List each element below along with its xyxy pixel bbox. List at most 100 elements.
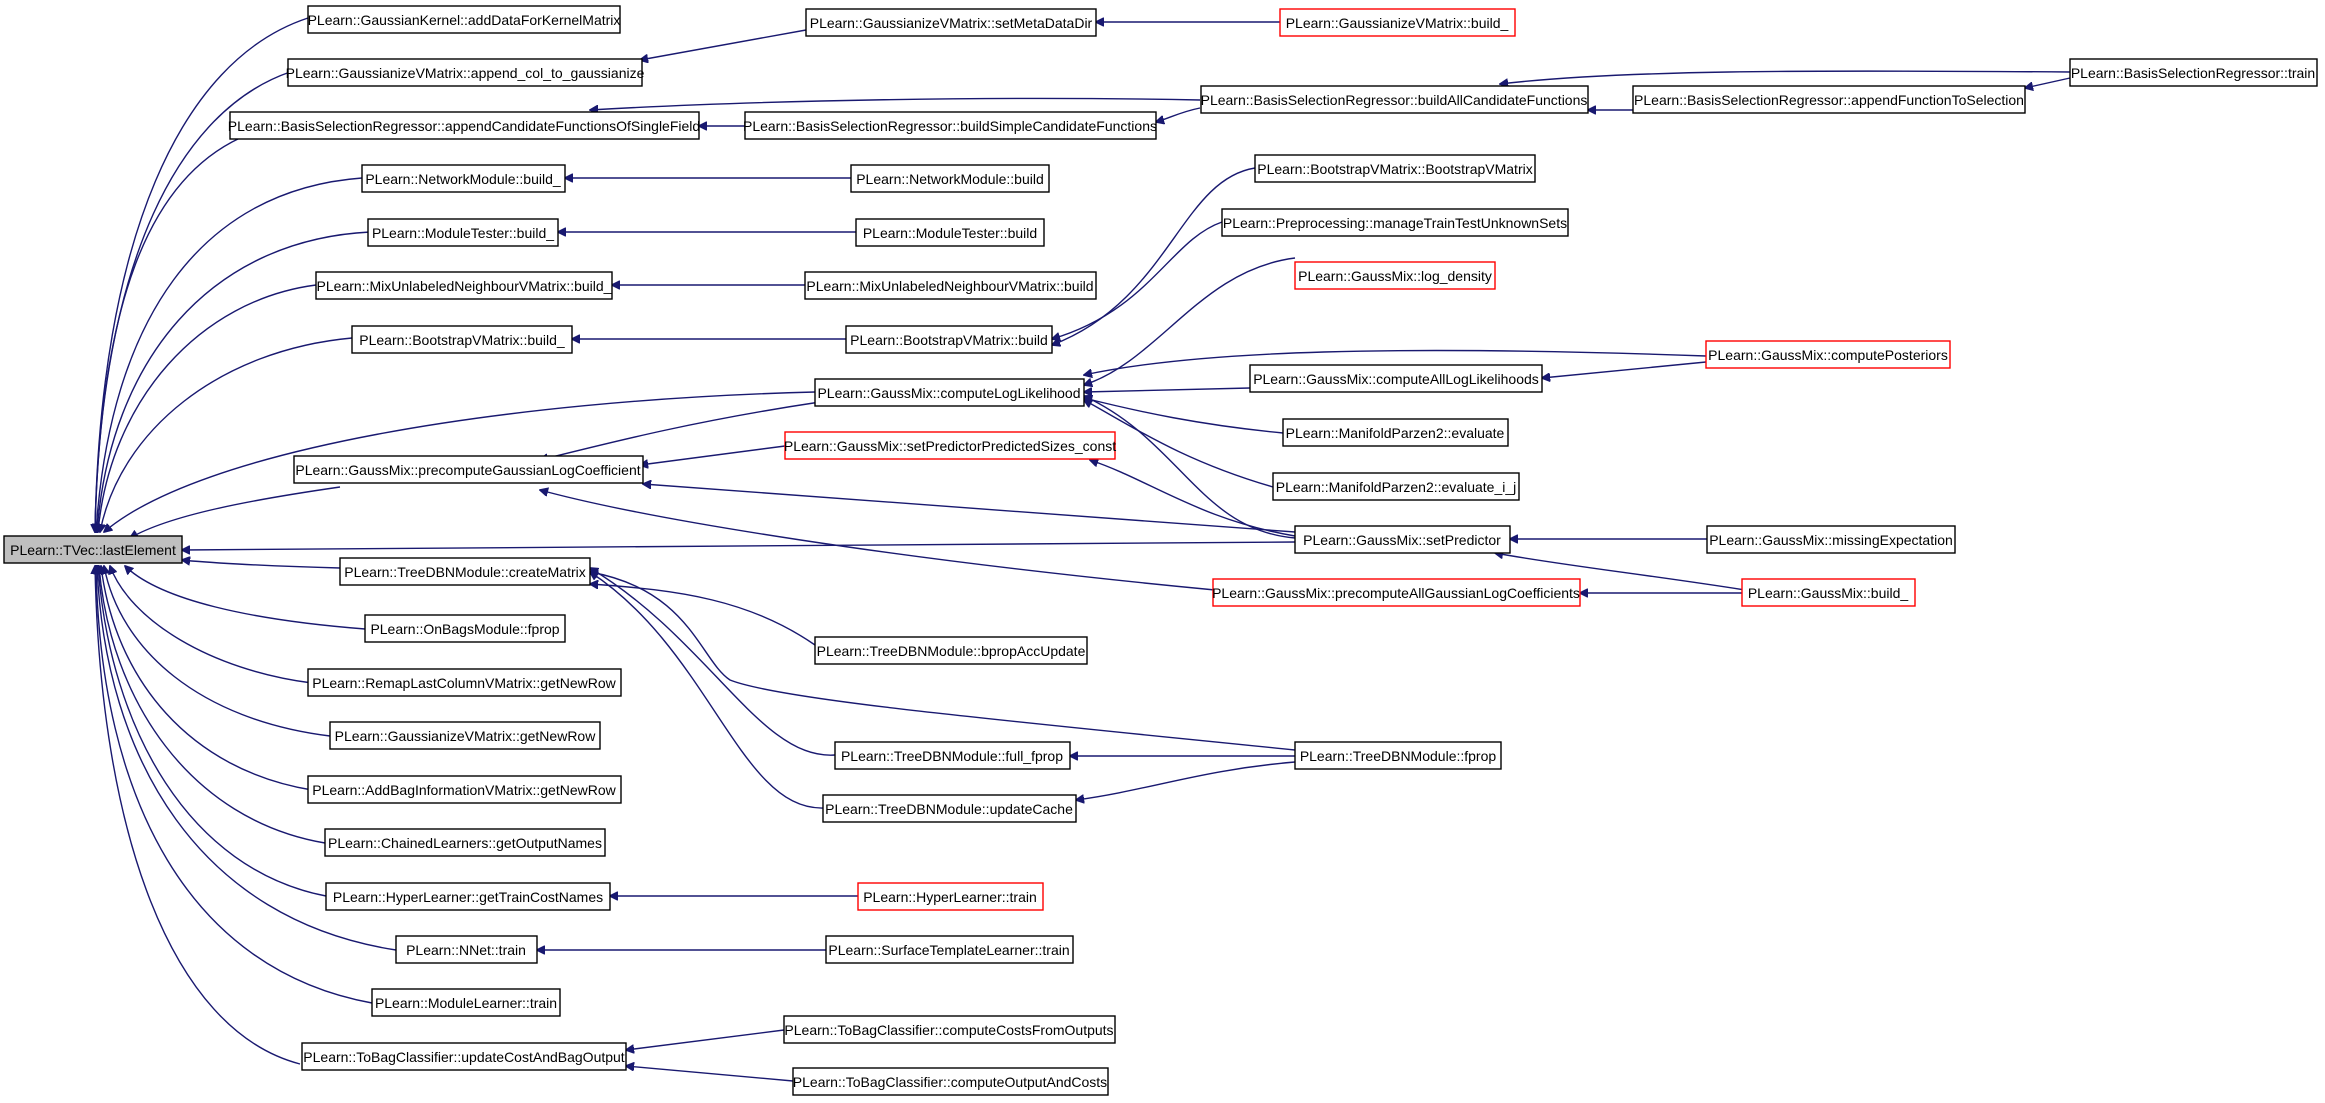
node-pp_manage[interactable]: PLearn::Preprocessing::manageTrainTestUn…	[1221, 208, 1569, 237]
node-bv_build_[interactable]: PLearn::BootstrapVMatrix::build_	[351, 325, 573, 354]
node-gv_setmeta[interactable]: PLearn::GaussianizeVMatrix::setMetaDataD…	[805, 8, 1097, 37]
node-tdbn_create[interactable]: PLearn::TreeDBNModule::createMatrix	[339, 557, 591, 586]
node-label: PLearn::NetworkModule::build	[856, 171, 1044, 187]
edge-tdbn_create-root	[182, 560, 341, 569]
node-bsr_train[interactable]: PLearn::BasisSelectionRegressor::train	[2069, 58, 2318, 87]
node-gk_add[interactable]: PLearn::GaussianKernel::addDataForKernel…	[307, 5, 621, 34]
graph-nodes: PLearn::TVec::lastElement PLearn::Gaussi…	[3, 5, 2318, 1096]
node-label: PLearn::BasisSelectionRegressor::train	[2071, 65, 2315, 81]
node-label: PLearn::GaussMix::computeLogLikelihood	[817, 385, 1080, 401]
edge-gk_add-root	[95, 17, 309, 532]
node-gm_compLL[interactable]: PLearn::GaussMix::computeLogLikelihood	[814, 378, 1085, 407]
node-rl_getnew[interactable]: PLearn::RemapLastColumnVMatrix::getNewRo…	[307, 668, 622, 697]
edge-nm_build_-root	[96, 177, 363, 532]
node-nnet_train[interactable]: PLearn::NNet::train	[395, 935, 538, 964]
edge-ob_fprop-root	[125, 566, 366, 630]
edge-gv_setmeta-gv_append	[640, 29, 807, 60]
node-gm_setpred[interactable]: PLearn::GaussMix::setPredictor	[1294, 525, 1511, 554]
node-bv_build[interactable]: PLearn::BootstrapVMatrix::build	[845, 325, 1053, 354]
node-label: PLearn::ToBagClassifier::computeOutputAn…	[793, 1074, 1107, 1090]
edge-nnet_train-root	[97, 566, 397, 951]
node-label: PLearn::HyperLearner::train	[863, 889, 1037, 905]
edge-tdbn_fullfprop-tdbn_create	[590, 568, 836, 756]
edge-gm_posteriors-gm_compLL	[1084, 349, 1707, 375]
edge-gm_setpred-gm_precomp	[643, 484, 1296, 533]
edge-gm_posteriors-gm_compAllLL	[1542, 361, 1707, 378]
node-ab_getnew[interactable]: PLearn::AddBagInformationVMatrix::getNew…	[307, 775, 622, 804]
edge-bsr_append_single-root	[95, 137, 241, 532]
node-gm_precomp[interactable]: PLearn::GaussMix::precomputeGaussianLogC…	[293, 455, 644, 484]
edge-gm_precompAll-gm_precomp	[540, 490, 1216, 591]
node-label: PLearn::SurfaceTemplateLearner::train	[828, 942, 1069, 958]
node-label: PLearn::GaussMix::precomputeAllGaussianL…	[1212, 585, 1580, 601]
node-gv_append[interactable]: PLearn::GaussianizeVMatrix::append_col_t…	[286, 58, 645, 87]
edge-tdbn_bprop-tdbn_create	[590, 584, 816, 646]
edge-bsr_all-bsr_simple	[1156, 107, 1201, 122]
node-nm_build_[interactable]: PLearn::NetworkModule::build_	[361, 164, 566, 193]
node-bsr_append_single[interactable]: PLearn::BasisSelectionRegressor::appendC…	[228, 111, 700, 140]
node-bsr_all[interactable]: PLearn::BasisSelectionRegressor::buildAl…	[1200, 85, 1589, 114]
node-label: PLearn::GaussMix::computePosteriors	[1708, 347, 1948, 363]
edge-bsr_all-bsr_append_single	[590, 97, 1201, 110]
node-root[interactable]: PLearn::TVec::lastElement	[3, 535, 183, 564]
edge-bv_build_-root	[100, 337, 353, 532]
node-nm_build[interactable]: PLearn::NetworkModule::build	[850, 164, 1050, 193]
edge-tdbn_fprop-tdbn_update	[1076, 761, 1296, 800]
node-label: PLearn::ManifoldParzen2::evaluate	[1286, 425, 1505, 441]
node-gv_getnew[interactable]: PLearn::GaussianizeVMatrix::getNewRow	[329, 721, 601, 750]
edge-gv_getnew-root	[104, 566, 331, 737]
node-label: PLearn::Preprocessing::manageTrainTestUn…	[1223, 215, 1567, 231]
graph-edges	[95, 17, 2071, 1082]
node-gm_precompAll[interactable]: PLearn::GaussMix::precomputeAllGaussianL…	[1212, 578, 1581, 607]
node-gm_logdensity[interactable]: PLearn::GaussMix::log_density	[1294, 261, 1496, 290]
node-st_train[interactable]: PLearn::SurfaceTemplateLearner::train	[825, 935, 1074, 964]
node-label: PLearn::TreeDBNModule::updateCache	[825, 801, 1073, 817]
node-label: PLearn::GaussMix::precomputeGaussianLogC…	[295, 462, 640, 478]
node-label: PLearn::GaussMix::missingExpectation	[1709, 532, 1953, 548]
edge-gv_append-root	[95, 71, 291, 532]
edge-ml_train-root	[96, 566, 373, 1004]
node-mp_eval[interactable]: PLearn::ManifoldParzen2::evaluate	[1282, 418, 1509, 447]
node-label: PLearn::ToBagClassifier::computeCostsFro…	[784, 1022, 1113, 1038]
node-label: PLearn::GaussMix::log_density	[1298, 268, 1492, 284]
node-label: PLearn::BootstrapVMatrix::build_	[359, 332, 565, 348]
node-label: PLearn::MixUnlabeledNeighbourVMatrix::bu…	[317, 278, 612, 294]
node-gm_build_[interactable]: PLearn::GaussMix::build_	[1741, 578, 1916, 607]
node-gm_setpred_sizes[interactable]: PLearn::GaussMix::setPredictorPredictedS…	[784, 431, 1116, 460]
node-tdbn_fprop[interactable]: PLearn::TreeDBNModule::fprop	[1294, 741, 1502, 770]
node-gv_build_[interactable]: PLearn::GaussianizeVMatrix::build_	[1279, 8, 1516, 37]
node-mp_eval_ij[interactable]: PLearn::ManifoldParzen2::evaluate_i_j	[1272, 472, 1520, 501]
node-bsr_simple[interactable]: PLearn::BasisSelectionRegressor::buildSi…	[743, 111, 1157, 140]
node-ob_fprop[interactable]: PLearn::OnBagsModule::fprop	[364, 614, 566, 643]
edge-tb_update-root	[95, 566, 301, 1065]
node-tdbn_update[interactable]: PLearn::TreeDBNModule::updateCache	[822, 794, 1077, 823]
node-gm_posteriors[interactable]: PLearn::GaussMix::computePosteriors	[1705, 340, 1951, 369]
node-mu_build[interactable]: PLearn::MixUnlabeledNeighbourVMatrix::bu…	[804, 271, 1097, 300]
node-tb_outcosts[interactable]: PLearn::ToBagClassifier::computeOutputAn…	[792, 1067, 1109, 1096]
node-label: PLearn::BasisSelectionRegressor::buildSi…	[743, 118, 1157, 134]
edge-bsr_train-bsr_append_sel	[2025, 77, 2071, 88]
edge-gm_compLL-root	[104, 391, 816, 532]
node-bv_ctor[interactable]: PLearn::BootstrapVMatrix::BootstrapVMatr…	[1254, 154, 1536, 183]
node-mt_build[interactable]: PLearn::ModuleTester::build	[855, 218, 1045, 247]
node-hl_train[interactable]: PLearn::HyperLearner::train	[857, 882, 1044, 911]
edge-tb_outcosts-tb_update	[626, 1066, 794, 1082]
node-mu_build_[interactable]: PLearn::MixUnlabeledNeighbourVMatrix::bu…	[315, 271, 613, 300]
node-gm_compAllLL[interactable]: PLearn::GaussMix::computeAllLogLikelihoo…	[1249, 364, 1543, 393]
edge-rl_getnew-root	[110, 566, 313, 684]
edge-bsr_train-bsr_all	[1500, 70, 2071, 84]
node-bsr_append_sel[interactable]: PLearn::BasisSelectionRegressor::appendF…	[1632, 85, 2026, 114]
node-ml_train[interactable]: PLearn::ModuleLearner::train	[371, 988, 561, 1017]
node-gm_missing[interactable]: PLearn::GaussMix::missingExpectation	[1706, 525, 1956, 554]
node-tdbn_bprop[interactable]: PLearn::TreeDBNModule::bpropAccUpdate	[814, 636, 1088, 665]
node-label: PLearn::ManifoldParzen2::evaluate_i_j	[1276, 479, 1517, 495]
node-cl_getout[interactable]: PLearn::ChainedLearners::getOutputNames	[324, 828, 606, 857]
node-mt_build_[interactable]: PLearn::ModuleTester::build_	[367, 218, 559, 247]
edge-gm_setpred_sizes-gm_precomp	[640, 445, 786, 465]
node-tb_update[interactable]: PLearn::ToBagClassifier::updateCostAndBa…	[301, 1042, 627, 1071]
node-hl_gettrain[interactable]: PLearn::HyperLearner::getTrainCostNames	[325, 882, 611, 911]
node-label: PLearn::NetworkModule::build_	[365, 171, 561, 187]
node-tdbn_fullfprop[interactable]: PLearn::TreeDBNModule::full_fprop	[834, 741, 1071, 770]
node-tb_costs[interactable]: PLearn::ToBagClassifier::computeCostsFro…	[783, 1015, 1116, 1044]
